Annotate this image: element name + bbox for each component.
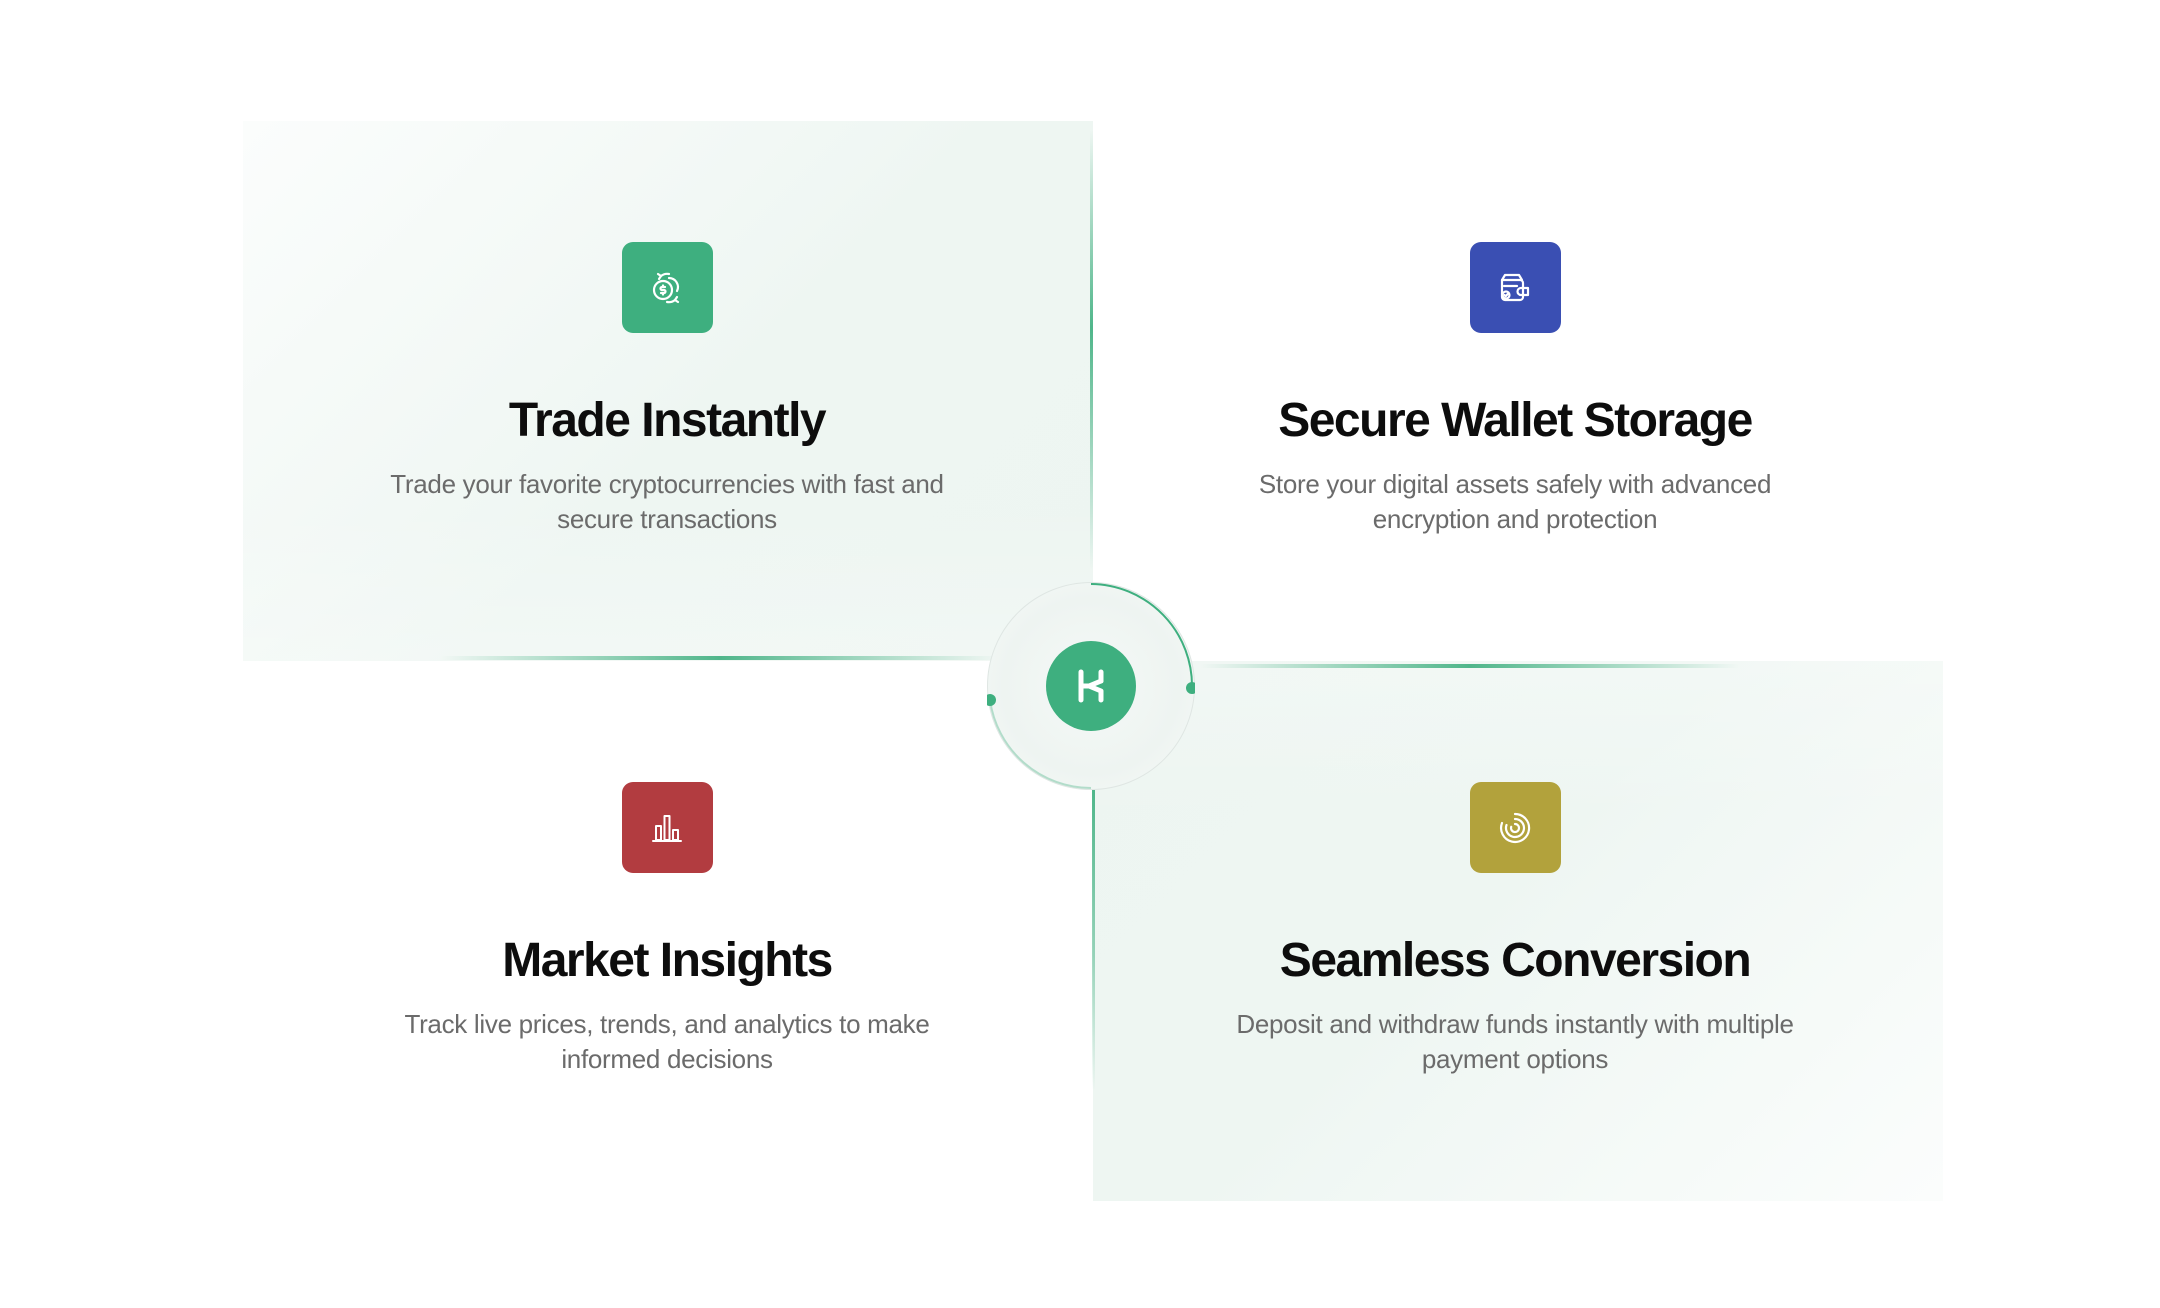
feature-card-wallet: Secure Wallet Storage Store your digital… (1205, 242, 1825, 537)
feature-description: Track live prices, trends, and analytics… (404, 1009, 930, 1074)
brand-logo-icon (1078, 669, 1104, 703)
divider-line-bottom (1092, 790, 1095, 1090)
feature-description: Store your digital assets safely with ad… (1258, 469, 1772, 534)
brand-logo (1046, 641, 1136, 731)
divider-line-left (440, 656, 1000, 660)
conversion-panel-background (1093, 661, 1943, 1201)
divider-line-top (1090, 130, 1093, 570)
hub-orbit (987, 583, 1195, 789)
feature-title: Secure Wallet Storage (1278, 394, 1753, 447)
wallet-icon (1500, 273, 1530, 301)
bar-chart-icon (652, 814, 682, 842)
divider-line-right (1200, 664, 1740, 668)
conversion-icon-box (1469, 782, 1561, 873)
insights-icon-box (621, 782, 713, 873)
feature-description: Trade your favorite cryptocurrencies wit… (390, 469, 944, 534)
feature-card-insights: Market Insights Track live prices, trend… (357, 782, 977, 1077)
trade-icon-box (621, 242, 713, 333)
feature-card-conversion: Seamless Conversion Deposit and withdraw… (1205, 782, 1825, 1077)
feature-title: Seamless Conversion (1279, 934, 1752, 987)
wallet-icon-box (1469, 242, 1561, 333)
coin-exchange-icon (652, 272, 680, 303)
feature-title: Market Insights (502, 934, 833, 987)
spiral-convert-icon (1500, 812, 1531, 843)
feature-card-trade: Trade Instantly Trade your favorite cryp… (357, 242, 977, 537)
feature-title: Trade Instantly (508, 394, 827, 447)
trade-panel-background (243, 121, 1093, 661)
feature-description: Deposit and withdraw funds instantly wit… (1236, 1009, 1794, 1074)
